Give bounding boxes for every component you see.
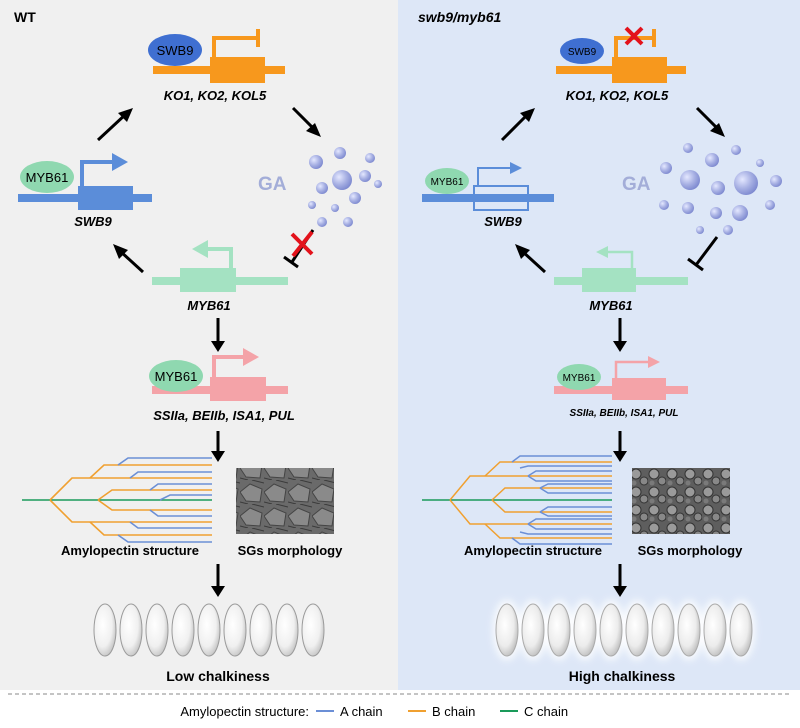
wt-swb9-gene-label: SWB9 xyxy=(74,214,112,229)
right-panel-background xyxy=(398,0,800,690)
wt-arrow-targets-to-structure xyxy=(211,431,225,462)
mutant-sem-image xyxy=(632,468,730,534)
wt-arrow-to-grains xyxy=(211,564,225,597)
wt-ko-gene-label: KO1, KO2, KOL5 xyxy=(164,88,267,103)
mutant-ga-label: GA xyxy=(622,174,651,195)
legend: Amylopectin structure: A chain B chain C… xyxy=(180,704,568,719)
wt-ko-gene xyxy=(153,29,285,83)
mutant-myb61-gene-label: MYB61 xyxy=(589,298,632,313)
legend-item-a: A chain xyxy=(340,704,383,719)
mutant-ko-gene-label: KO1, KO2, KOL5 xyxy=(566,88,669,103)
mutant-arrow-targets-to-structure xyxy=(613,431,627,462)
wt-arrow-ko-to-ga xyxy=(291,106,321,137)
wt-ga-label: GA xyxy=(258,174,287,195)
mutant-rice-grains xyxy=(493,600,755,660)
wt-rice-grains xyxy=(93,603,325,657)
wt-sem-image xyxy=(236,468,334,534)
mutant-arrow-to-grains xyxy=(613,564,627,597)
legend-item-b: B chain xyxy=(432,704,475,719)
panel-title-wt: WT xyxy=(14,9,36,25)
svg-text:MYB61: MYB61 xyxy=(26,170,69,185)
mutant-outcome-label: High chalkiness xyxy=(569,668,676,684)
wt-swb9-protein: SWB9 xyxy=(148,34,202,66)
wt-arrow-myb61-to-targets xyxy=(211,318,225,352)
wt-myb61-gene xyxy=(152,240,288,292)
mutant-sgs-label: SGs morphology xyxy=(638,543,744,558)
mutant-myb61-protein-b: MYB61 xyxy=(557,364,601,390)
wt-ga-molecules xyxy=(308,147,382,227)
wt-myb61-gene-label: MYB61 xyxy=(187,298,230,313)
mutant-ssiia-gene xyxy=(554,356,688,400)
mutant-arrow-ko-to-ga xyxy=(695,106,725,137)
mutant-ko-gene xyxy=(556,29,686,83)
left-panel-background xyxy=(0,0,398,690)
panel-title-mutant: swb9/myb61 xyxy=(418,9,501,25)
wt-outcome-label: Low chalkiness xyxy=(166,668,270,684)
wt-swb9-gene xyxy=(18,153,152,210)
mutant-myb61-gene xyxy=(554,246,688,292)
legend-item-c: C chain xyxy=(524,704,568,719)
svg-text:MYB61: MYB61 xyxy=(155,369,198,384)
wt-amylopectin-tree xyxy=(22,457,212,543)
wt-myb61-protein-b: MYB61 xyxy=(149,360,203,392)
legend-title: Amylopectin structure: xyxy=(180,704,309,719)
mutant-ga-molecules xyxy=(659,143,782,235)
mutant-amylopectin-tree xyxy=(422,455,612,545)
red-x-icon xyxy=(624,26,644,46)
mutant-ssiia-gene-label: SSIIa, BEIIb, ISA1, PUL xyxy=(570,408,679,419)
mutant-amylopectin-label: Amylopectin structure xyxy=(464,543,602,558)
mutant-swb9-gene-label: SWB9 xyxy=(484,214,522,229)
wt-myb61-protein-a: MYB61 xyxy=(20,161,74,193)
svg-text:SWB9: SWB9 xyxy=(157,43,194,58)
wt-amylopectin-label: Amylopectin structure xyxy=(61,543,199,558)
mutant-ga-inhibition xyxy=(687,236,719,272)
mutant-arrow-swb9-to-ko xyxy=(500,108,535,142)
wt-arrow-myb61-to-swb9 xyxy=(113,244,145,274)
wt-ssiia-gene xyxy=(152,348,288,401)
wt-arrow-swb9-to-ko xyxy=(96,108,133,142)
svg-text:MYB61: MYB61 xyxy=(563,373,596,384)
mutant-swb9-gene xyxy=(422,162,554,211)
mutant-arrow-myb61-to-swb9 xyxy=(515,244,547,274)
mutant-arrow-myb61-to-targets xyxy=(613,318,627,352)
wt-sgs-label: SGs morphology xyxy=(238,543,344,558)
mutant-myb61-protein-a: MYB61 xyxy=(425,168,469,194)
svg-text:SWB9: SWB9 xyxy=(568,47,597,58)
wt-ssiia-gene-label: SSIIa, BEIIb, ISA1, PUL xyxy=(153,408,295,423)
svg-text:MYB61: MYB61 xyxy=(431,177,464,188)
mutant-swb9-protein: SWB9 xyxy=(560,38,604,64)
red-x-icon xyxy=(290,230,314,258)
